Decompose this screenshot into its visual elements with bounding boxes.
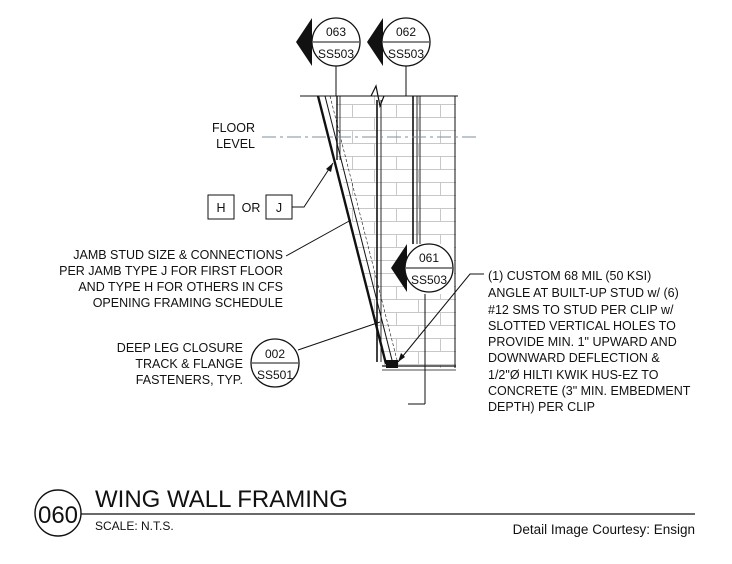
section-marker-061[interactable]: 061 SS503	[391, 243, 454, 294]
jamb-type-tags: H OR J	[207, 194, 293, 220]
jamb-stud-note: JAMB STUD SIZE & CONNECTIONS PER JAMB TY…	[59, 248, 283, 310]
section-arrow-icon	[296, 18, 312, 66]
jamb-type-h-box[interactable]	[207, 194, 235, 220]
page-title: WING WALL FRAMING	[95, 486, 348, 513]
scale-label: SCALE: N.T.S.	[95, 519, 174, 533]
clip-angle-note: (1) CUSTOM 68 MIL (50 KSI) ANGLE AT BUIL…	[488, 269, 691, 414]
jamb-type-h: H	[216, 201, 225, 215]
leader-arrow-icon	[398, 353, 405, 362]
detail-number: 002	[265, 347, 285, 361]
svg-text:SLOTTED VERTICAL HOLES TO: SLOTTED VERTICAL HOLES TO	[488, 319, 676, 333]
detail-number-bubble	[34, 489, 82, 537]
section-number: 062	[396, 25, 416, 39]
clip-angle	[386, 360, 398, 368]
section-marker-063[interactable]: 063 SS503	[296, 17, 361, 96]
detail-reference-002[interactable]: 002 SS501	[250, 338, 300, 388]
svg-text:JAMB STUD SIZE & CONNECTIONS: JAMB STUD SIZE & CONNECTIONS	[73, 248, 283, 262]
break-mark	[370, 84, 385, 109]
jamb-type-j: J	[276, 201, 282, 215]
svg-text:LEVEL: LEVEL	[216, 137, 255, 151]
svg-text:FLOOR: FLOOR	[212, 121, 255, 135]
detail-sheet: SS501	[257, 368, 293, 382]
section-number: 063	[326, 25, 346, 39]
svg-text:FASTENERS, TYP.: FASTENERS, TYP.	[136, 373, 243, 387]
wall-assembly	[300, 84, 458, 405]
svg-text:CONCRETE (3" MIN. EMBEDMENT: CONCRETE (3" MIN. EMBEDMENT	[488, 384, 691, 398]
section-sheet: SS503	[318, 47, 354, 61]
svg-text:DOWNWARD DEFLECTION &: DOWNWARD DEFLECTION &	[488, 351, 660, 365]
wing-wall-jamb	[316, 95, 388, 365]
svg-text:DEPTH) PER CLIP: DEPTH) PER CLIP	[488, 400, 595, 414]
svg-text:DEEP LEG CLOSURE: DEEP LEG CLOSURE	[117, 341, 243, 355]
svg-text:PER JAMB TYPE J FOR FIRST FLOO: PER JAMB TYPE J FOR FIRST FLOOR	[59, 264, 283, 278]
floor-level-label: FLOOR LEVEL	[212, 121, 255, 151]
svg-text:PROVIDE MIN. 1" UPWARD AND: PROVIDE MIN. 1" UPWARD AND	[488, 335, 677, 349]
closure-track-note: DEEP LEG CLOSURE TRACK & FLANGE FASTENER…	[117, 341, 243, 387]
jamb-type-or: OR	[242, 201, 261, 215]
leader-arrow-icon	[326, 163, 333, 172]
svg-text:TRACK & FLANGE: TRACK & FLANGE	[135, 357, 243, 371]
svg-text:AND TYPE H FOR OTHERS IN CFS: AND TYPE H FOR OTHERS IN CFS	[78, 280, 283, 294]
masonry-wall	[336, 96, 456, 368]
section-sheet: SS503	[388, 47, 424, 61]
svg-text:(1) CUSTOM 68 MIL (50 KSI): (1) CUSTOM 68 MIL (50 KSI)	[488, 269, 651, 283]
svg-text:1/2"Ø HILTI KWIK HUS-EZ TO: 1/2"Ø HILTI KWIK HUS-EZ TO	[488, 368, 659, 382]
courtesy-label: Detail Image Courtesy: Ensign	[513, 522, 695, 537]
svg-text:ANGLE AT BUILT-UP STUD w/ (6): ANGLE AT BUILT-UP STUD w/ (6)	[488, 286, 679, 300]
section-arrow-icon	[391, 244, 407, 292]
section-marker-062[interactable]: 062 SS503	[367, 17, 431, 96]
section-number: 061	[419, 251, 439, 265]
svg-text:#12 SMS TO STUD PER CLIP w/: #12 SMS TO STUD PER CLIP w/	[488, 303, 674, 317]
section-arrow-icon	[367, 18, 383, 66]
detail-number: 060	[38, 502, 78, 529]
section-sheet: SS503	[411, 273, 447, 287]
title-block: 060 WING WALL FRAMING SCALE: N.T.S. Deta…	[34, 486, 695, 537]
jamb-type-j-box[interactable]	[265, 194, 293, 220]
leader-lines	[285, 162, 484, 363]
svg-text:OPENING FRAMING SCHEDULE: OPENING FRAMING SCHEDULE	[93, 296, 283, 310]
